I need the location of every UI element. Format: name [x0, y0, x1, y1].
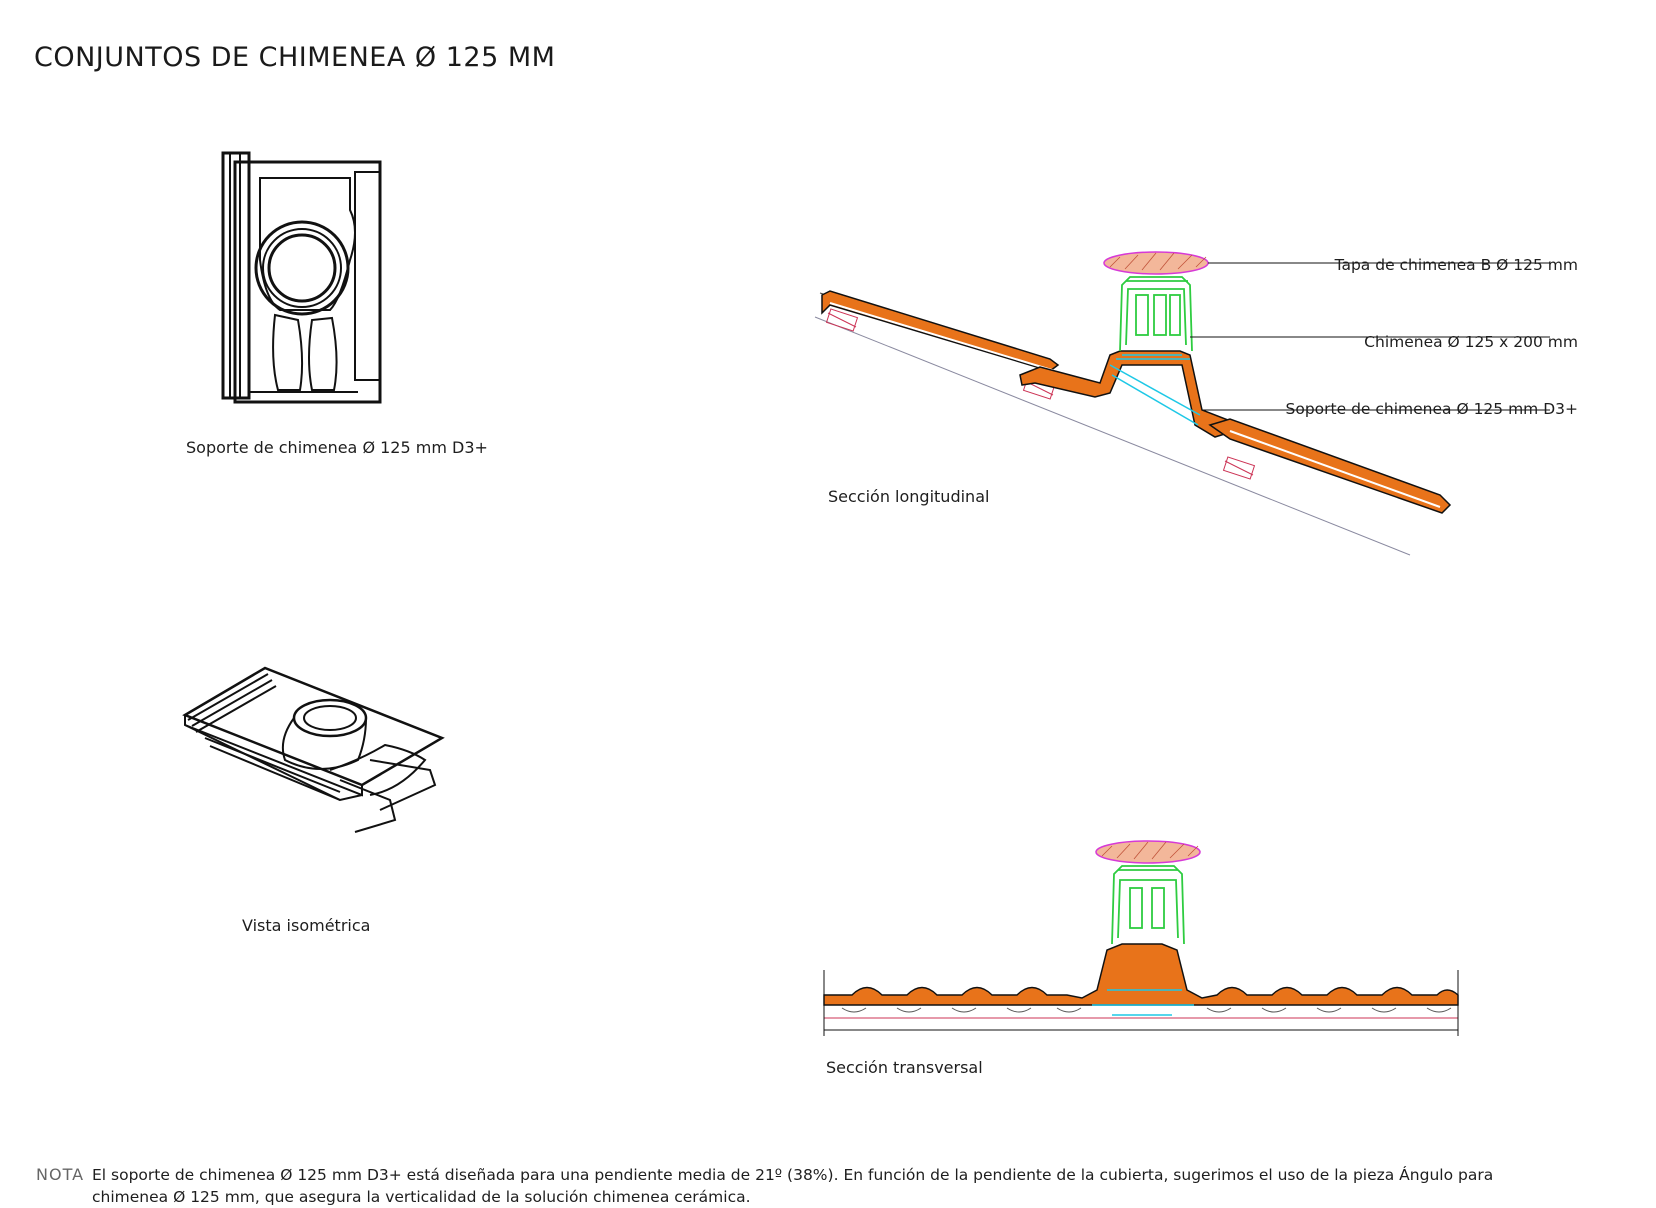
- callout-chimney: Chimenea Ø 125 x 200 mm: [1364, 333, 1578, 351]
- isometric-drawing: [182, 666, 445, 833]
- top-view-drawing: [221, 151, 382, 404]
- longitudinal-caption: Sección longitudinal: [828, 487, 990, 506]
- note-text: El soporte de chimenea Ø 125 mm D3+ está…: [92, 1166, 1494, 1206]
- page-title: CONJUNTOS DE CHIMENEA Ø 125 MM: [34, 42, 556, 74]
- longitudinal-section-drawing: [814, 251, 1550, 556]
- top-view-caption: Soporte de chimenea Ø 125 mm D3+: [186, 438, 488, 457]
- note-label: NOTA: [36, 1165, 85, 1184]
- callout-cap: Tapa de chimenea B Ø 125 mm: [1334, 256, 1578, 274]
- isometric-caption: Vista isométrica: [242, 916, 371, 935]
- transversal-caption: Sección transversal: [826, 1058, 983, 1077]
- callout-support: Soporte de chimenea Ø 125 mm D3+: [1285, 400, 1578, 418]
- transversal-section-drawing: [823, 840, 1459, 1036]
